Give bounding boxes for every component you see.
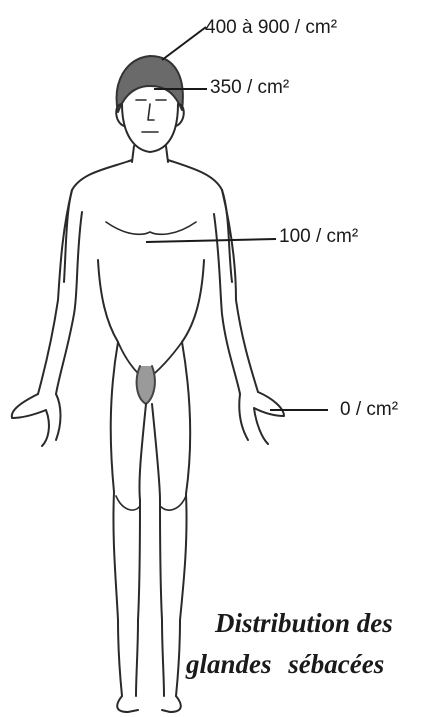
torso-outline	[64, 160, 232, 282]
face-features	[136, 100, 166, 132]
leader-line-trunk	[146, 239, 276, 242]
leader-line-scalp	[162, 27, 206, 60]
right-arm	[214, 190, 258, 394]
label-palm-density: 0 / cm²	[340, 400, 398, 419]
label-trunk-density: 100 / cm²	[279, 227, 358, 246]
feet	[117, 696, 181, 712]
caption-line-1: Distribution des	[215, 610, 393, 637]
knees	[116, 496, 186, 510]
chest	[106, 222, 196, 234]
label-face-density: 350 / cm²	[210, 78, 289, 97]
right-leg	[152, 342, 190, 696]
left-arm	[38, 190, 82, 394]
caption-line-2: glandes sébacées	[186, 651, 384, 678]
waist	[98, 260, 204, 342]
head-outline	[122, 104, 178, 152]
left-hand	[12, 394, 61, 446]
label-scalp-density: 400 à 900 / cm²	[205, 18, 337, 37]
groin	[137, 366, 155, 404]
right-hand	[239, 392, 284, 444]
